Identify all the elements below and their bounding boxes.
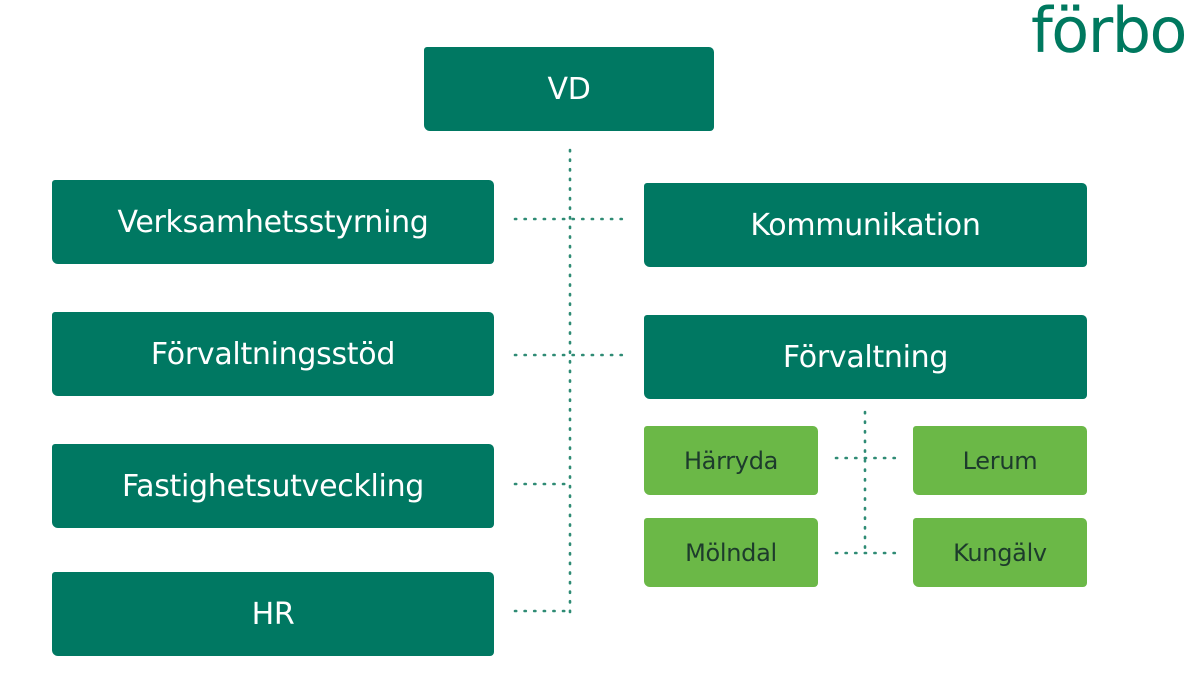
- box-lerum: Lerum: [913, 426, 1087, 495]
- box-vd: VD: [424, 47, 714, 131]
- box-hr: HR: [52, 572, 494, 656]
- box-molndal: Mölndal: [644, 518, 818, 587]
- forbo-logo: förbo: [1030, 0, 1188, 67]
- box-forvaltningsstod: Förvaltningsstöd: [52, 312, 494, 396]
- box-harryda: Härryda: [644, 426, 818, 495]
- box-kungalv: Kungälv: [913, 518, 1087, 587]
- box-kommunikation: Kommunikation: [644, 183, 1087, 267]
- box-fastighetsutveckling: Fastighetsutveckling: [52, 444, 494, 528]
- box-forvaltning: Förvaltning: [644, 315, 1087, 399]
- box-verksamhetsstyrning: Verksamhetsstyrning: [52, 180, 494, 264]
